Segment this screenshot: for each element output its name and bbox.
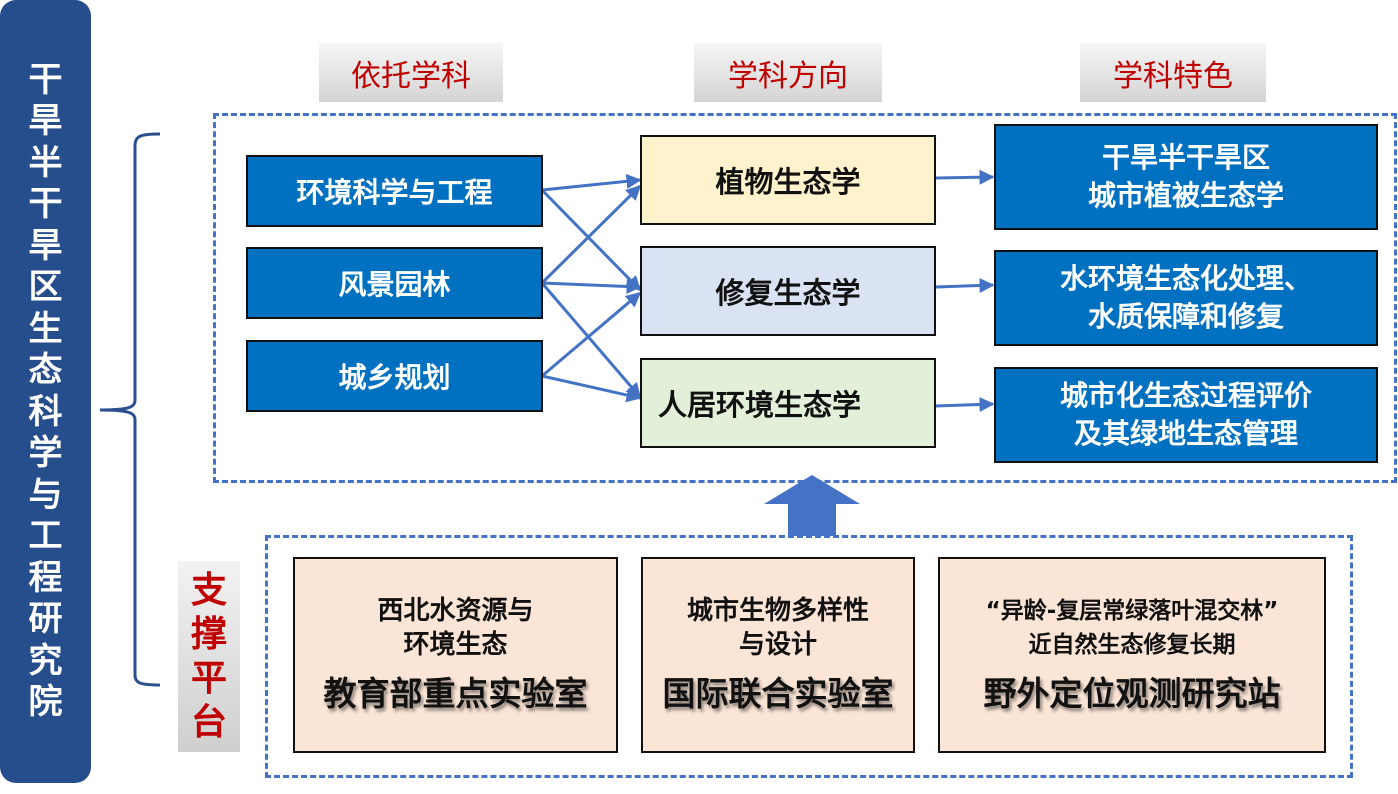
- direction-box: 植物生态学: [640, 135, 936, 225]
- lab-name-line: 环境生态: [403, 630, 508, 660]
- title-char: 区: [28, 267, 63, 307]
- lab-type: 国际联合实验室: [662, 674, 894, 713]
- lab-type: 教育部重点实验室: [323, 674, 588, 713]
- support-platforms-group: [265, 535, 1353, 778]
- connector-arrow: [935, 169, 995, 185]
- header-features: 学科特色: [1080, 43, 1266, 102]
- connector-arrow: [540, 282, 642, 399]
- title-char: 程: [28, 557, 63, 598]
- institute-title-banner: 干 旱 半 干 旱 区 生 态 科 学 与 工 程 研 究 院: [0, 0, 91, 783]
- connector-arrow: [935, 396, 995, 412]
- feature-line: 水质保障和修复: [1087, 300, 1284, 333]
- connector-arrow: [935, 277, 995, 293]
- direction-box: 修复生态学: [640, 246, 936, 336]
- title-char: 干: [28, 184, 63, 224]
- support-char: 台: [190, 701, 227, 743]
- header-source-disciplines: 依托学科: [319, 43, 503, 102]
- bracket: [99, 132, 161, 687]
- lab-name-line: 西北水资源与: [377, 596, 534, 626]
- connector-arrow: [540, 184, 642, 285]
- lab-name-line: “异龄-复层常绿落叶混交林”: [985, 598, 1279, 624]
- title-char: 究: [28, 640, 63, 681]
- lab-name-line: 城市生物多样性: [686, 596, 869, 626]
- lab-type: 野外定位观测研究站: [983, 674, 1281, 713]
- feature-line: 城市化生态过程评价: [1059, 379, 1312, 412]
- lab-name-line: 与设计: [738, 630, 817, 660]
- feature-line: 水环境生态化处理、: [1059, 262, 1312, 295]
- title-char: 与: [28, 474, 63, 515]
- support-char: 平: [190, 657, 227, 699]
- connector-arrow: [541, 173, 642, 192]
- feature-line: 城市植被生态学: [1087, 179, 1284, 212]
- lab-name-line: 近自然生态修复长期: [1028, 632, 1236, 658]
- title-char: 旱: [28, 101, 63, 141]
- up-arrow-icon: [764, 475, 860, 536]
- feature-line: 及其绿地生态管理: [1073, 417, 1298, 450]
- title-char: 研: [28, 599, 63, 639]
- source-discipline: 风景园林: [246, 247, 543, 319]
- support-char: 撑: [190, 613, 227, 655]
- feature-box: 干旱半干旱区 城市植被生态学: [994, 124, 1378, 230]
- connector-arrow: [540, 188, 642, 292]
- title-char: 干: [28, 59, 63, 100]
- support-platform-label: 支 撑 平 台: [178, 561, 240, 752]
- connector-arrow: [541, 374, 642, 403]
- title-char: 科: [28, 391, 63, 432]
- source-discipline: 环境科学与工程: [246, 155, 543, 227]
- title-char: 态: [28, 350, 63, 390]
- disciplines-group: [213, 113, 1397, 483]
- feature-box: 城市化生态过程评价 及其绿地生态管理: [994, 367, 1378, 463]
- title-char: 工: [28, 516, 63, 556]
- connector-arrow: [541, 291, 642, 378]
- lab-box: 西北水资源与 环境生态 教育部重点实验室: [293, 557, 618, 753]
- support-char: 支: [190, 569, 227, 611]
- lab-box: “异龄-复层常绿落叶混交林” 近自然生态修复长期 野外定位观测研究站: [938, 557, 1326, 753]
- title-char: 生: [28, 308, 63, 349]
- feature-line: 干旱半干旱区: [1101, 141, 1270, 174]
- title-char: 半: [28, 142, 63, 183]
- feature-box: 水环境生态化处理、 水质保障和修复: [994, 250, 1378, 346]
- lab-box: 城市生物多样性 与设计 国际联合实验室: [641, 557, 915, 753]
- title-char: 旱: [28, 225, 63, 266]
- header-directions: 学科方向: [694, 43, 882, 102]
- title-char: 学: [28, 433, 63, 473]
- connector-arrow: [541, 278, 642, 294]
- title-char: 院: [28, 682, 63, 722]
- direction-box: 人居环境生态学: [640, 358, 936, 448]
- source-discipline: 城乡规划: [246, 340, 543, 412]
